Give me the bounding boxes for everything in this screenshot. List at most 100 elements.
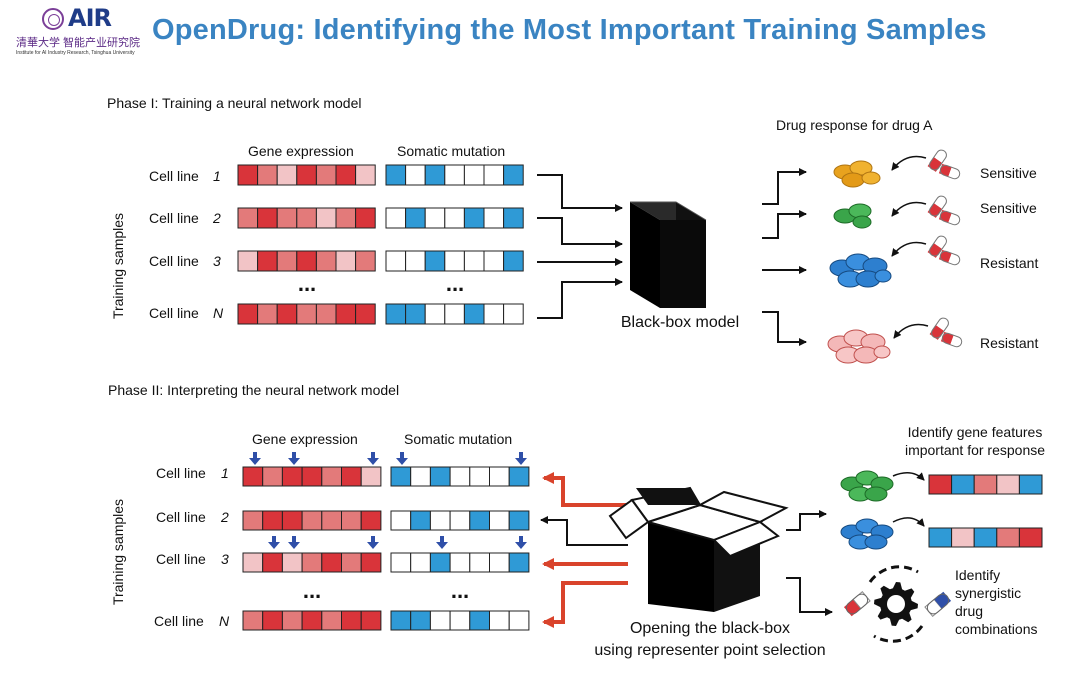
drug-capsule-icon — [891, 148, 962, 181]
drug-response-title: Drug response for drug A — [776, 117, 933, 133]
somatic-mutation-cell — [449, 466, 471, 487]
gene-expression-cell — [242, 610, 264, 631]
down-arrow-icon — [436, 536, 448, 549]
opened-black-box — [608, 486, 789, 612]
somatic-mutation-cell — [444, 164, 465, 186]
somatic-mutation-cell — [503, 250, 524, 272]
synergy-line-2: synergistic — [955, 585, 1021, 601]
somatic-mutation-cell — [385, 303, 407, 325]
gene-expression-cell — [355, 164, 376, 186]
phase2-green-cell-cluster — [840, 470, 894, 502]
somatic-mutation-cell — [449, 510, 471, 531]
identify-gene-features-line2: important for response — [905, 442, 1045, 458]
gene-expression-cell — [276, 207, 298, 229]
phase2-row-3: Cell line 3 — [156, 551, 229, 567]
somatic-mutation-cell — [429, 510, 451, 531]
phase1-gene-expression-header: Gene expression — [248, 143, 354, 159]
gene-expression-cell — [321, 552, 342, 573]
gene-expression-cell — [335, 250, 357, 272]
somatic-mutation-cell — [405, 250, 426, 272]
logo-chinese-name: 清華大学 智能产业研究院 — [16, 37, 141, 49]
somatic-mutation-cell — [405, 207, 426, 229]
somatic-mutation-cell — [390, 510, 412, 531]
somatic-mutation-cell — [483, 250, 505, 272]
phase1-row-1: Cell line 1 — [149, 168, 221, 184]
sensitive-cell-cluster-green — [833, 203, 872, 229]
somatic-mutation-cell — [483, 164, 505, 186]
phase2-row-1: Cell line 1 — [156, 465, 229, 481]
somatic-mutation-cell — [410, 466, 431, 487]
somatic-mutation-cell — [424, 164, 446, 186]
resistant-cell-cluster-pink — [827, 329, 891, 364]
gene-expression-cell — [281, 510, 303, 531]
cell-line-label: Cell line — [149, 168, 199, 184]
gene-expression-cell — [360, 552, 382, 573]
drug-capsule-icon — [891, 234, 962, 267]
somatic-mutation-cell — [385, 250, 407, 272]
gene-expression-cell — [281, 552, 303, 573]
down-arrow-icon — [268, 536, 280, 549]
phase1-somatic-mutation-header: Somatic mutation — [397, 143, 505, 159]
gene-expression-cell — [301, 610, 323, 631]
cell-line-label: Cell line — [149, 210, 199, 226]
gene-expression-cell — [281, 610, 303, 631]
feature-cell — [951, 474, 975, 495]
phase2-feature-cells — [242, 466, 530, 631]
synergy-line-4: combinations — [955, 621, 1038, 637]
gene-expression-cell — [296, 303, 317, 325]
phase1-row-3: Cell line 3 — [149, 253, 221, 269]
gene-expression-cell — [296, 250, 317, 272]
somatic-mutation-cell — [385, 207, 407, 229]
somatic-mutation-cell — [463, 164, 485, 186]
somatic-mutation-cell — [385, 164, 407, 186]
gene-expression-cell — [335, 207, 357, 229]
resistant-cell-cluster-blue — [829, 253, 892, 288]
somatic-mutation-cell — [390, 610, 412, 631]
gene-expression-cell — [296, 207, 317, 229]
somatic-mutation-cell — [489, 610, 510, 631]
somatic-mutation-cell — [410, 552, 431, 573]
down-arrow-icon — [288, 452, 300, 465]
gene-expression-cell — [355, 250, 376, 272]
feature-cell — [1018, 474, 1043, 495]
gene-expression-cell — [262, 552, 283, 573]
feature-cell — [996, 474, 1020, 495]
gene-expression-cell — [341, 552, 362, 573]
gene-expression-cell — [242, 466, 264, 487]
down-arrow-icon — [515, 536, 527, 549]
university-seal-icon — [42, 8, 64, 30]
somatic-mutation-cell — [469, 552, 490, 573]
down-arrow-icon — [396, 452, 408, 465]
phase2-blue-cell-cluster — [840, 518, 894, 550]
gene-expression-cell — [237, 164, 259, 186]
phase2-gene-ellipsis: ... — [303, 578, 321, 603]
phase1-mutation-ellipsis: ... — [446, 271, 464, 296]
response-label-3: Resistant — [980, 255, 1038, 271]
phase2-representer-arrows — [540, 472, 628, 628]
somatic-mutation-cell — [405, 303, 426, 325]
somatic-mutation-cell — [489, 552, 510, 573]
gene-expression-cell — [276, 164, 298, 186]
somatic-mutation-cell — [463, 250, 485, 272]
gene-expression-cell — [276, 303, 298, 325]
page-title: OpenDrug: Identifying the Most Important… — [152, 14, 987, 46]
somatic-mutation-cell — [449, 552, 471, 573]
gene-expression-cell — [237, 303, 259, 325]
phase1-title: Phase I: Training a neural network model — [107, 95, 361, 111]
synergy-line-3: drug — [955, 603, 983, 619]
somatic-mutation-cell — [429, 552, 451, 573]
gene-expression-cell — [335, 164, 357, 186]
feature-cell — [996, 527, 1020, 548]
somatic-mutation-cell — [444, 207, 465, 229]
somatic-mutation-cell — [503, 207, 524, 229]
gene-expression-cell — [315, 303, 337, 325]
logo-english-name: Institute for AI Industry Research, Tsin… — [16, 50, 135, 56]
gene-expression-cell — [257, 250, 278, 272]
red-drug-capsule-icon — [843, 590, 871, 617]
somatic-mutation-cell — [503, 303, 524, 325]
phase1-output-arrows — [762, 168, 807, 346]
gene-expression-cell — [315, 207, 337, 229]
cell-line-label: Cell line — [149, 253, 199, 269]
sensitive-cell-cluster-orange — [833, 160, 881, 188]
